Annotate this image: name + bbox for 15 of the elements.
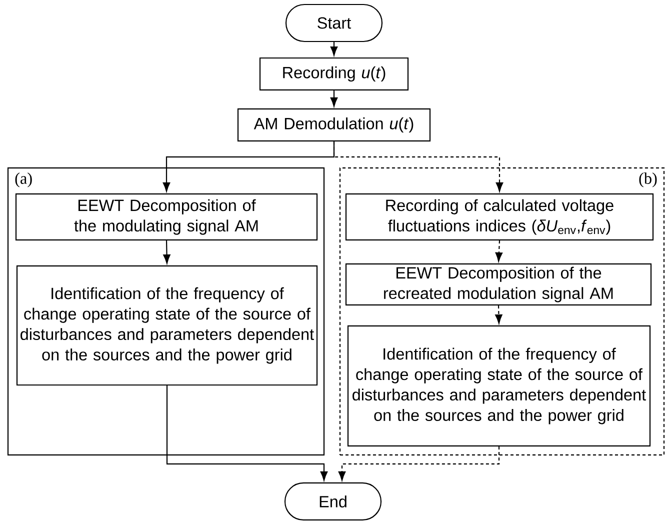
arrow [330,42,338,56]
arrow [166,386,328,481]
arrow [495,306,502,324]
process-box: Recording u(t) [259,57,409,91]
arrow [162,142,335,192]
arrow [330,90,338,107]
process-box: Recording of calculated voltage fluctuations indices (δU$_{env}$,f$_{env}$) [345,193,654,241]
process-box: Identification of the frequency of change operating state of the source of disturbances and parameters dependent on the sources and the power grid [16,265,318,386]
process-box: EEWT Decomposition of the modulating signal AM [15,193,318,241]
arrow [338,446,500,481]
arrow [163,240,170,264]
process-box: EEWT Decomposition of the recreated modulation signal AM [345,263,652,306]
arrow [495,240,503,262]
process-box: AM Demodulation u(t) [237,108,431,142]
process-box: Identification of the frequency of change operating state of the source of disturbances and parameters dependent on the sources and the power grid [347,325,651,447]
